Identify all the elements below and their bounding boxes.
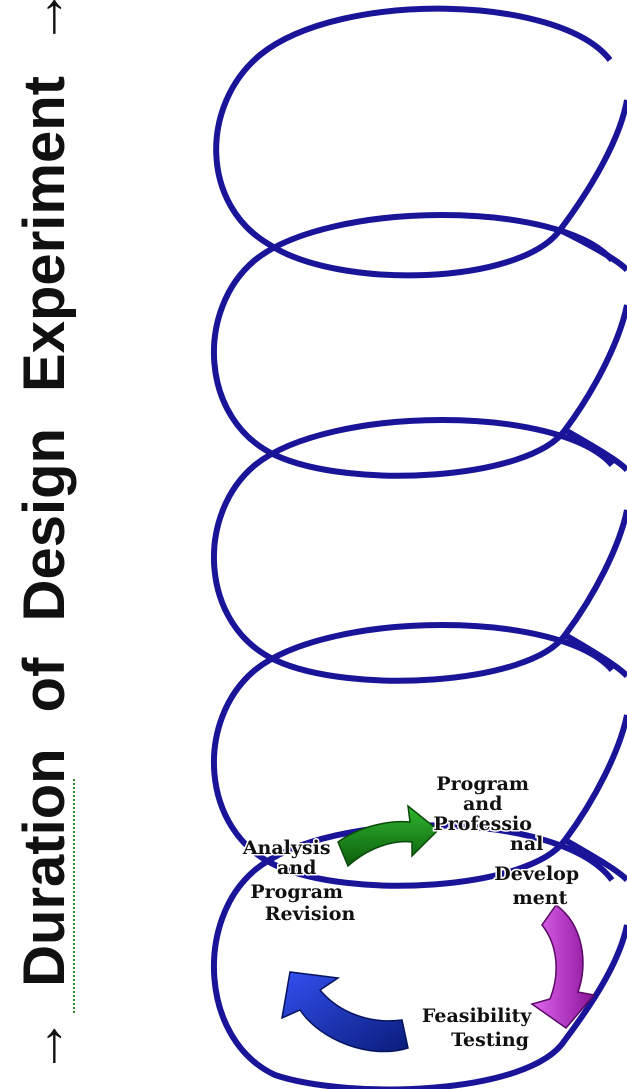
axis-word-duration: Duration xyxy=(12,748,77,986)
phase-label-analysis-revision: Analysis and Program Revision xyxy=(242,837,356,925)
axis-word-experiment: Experiment xyxy=(12,76,77,392)
spiral-crossing-arc xyxy=(560,230,627,270)
axis-word-of: of xyxy=(12,657,77,712)
axis-text: → Duration of Design Experiment → xyxy=(12,0,77,1075)
green-cycle-arrow xyxy=(338,806,438,866)
spiral-crossing-arc xyxy=(565,635,627,676)
spiral-crossing-arc xyxy=(565,430,627,470)
axis-arrow-start: → xyxy=(12,1017,77,1075)
axis-arrow-end: → xyxy=(12,0,77,46)
axis-word-design: Design xyxy=(12,428,77,621)
blue-cycle-arrow xyxy=(282,972,408,1052)
phase-label-feasibility-testing: Feasibility Testing xyxy=(422,1005,538,1051)
duration-axis-label: → Duration of Design Experiment → xyxy=(12,0,77,1075)
